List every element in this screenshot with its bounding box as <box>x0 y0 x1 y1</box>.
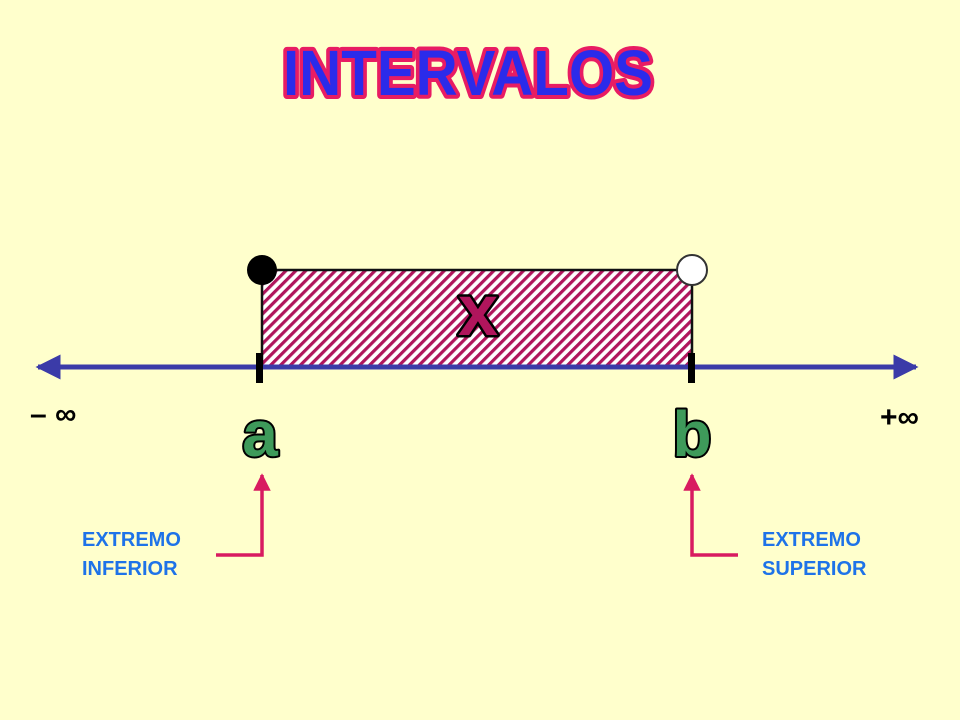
tick-b <box>688 353 695 383</box>
variable-label: x <box>458 271 498 351</box>
upper-extreme-line1: EXTREMO <box>762 529 861 551</box>
lower-callout-arrow <box>216 473 271 557</box>
endpoint-a-label: a <box>242 398 278 470</box>
lower-extreme-line2: INFERIOR <box>82 558 178 580</box>
upper-callout-arrow <box>683 473 738 557</box>
closed-endpoint-dot <box>247 255 277 285</box>
endpoint-b-label: b <box>672 398 711 470</box>
page-title: INTERVALOS <box>283 37 653 109</box>
interval-region <box>260 268 694 369</box>
tick-a <box>256 353 263 383</box>
upper-extreme-line2: SUPERIOR <box>762 558 867 580</box>
minus-infinity-label: – ∞ <box>30 398 76 431</box>
lower-extreme-line1: EXTREMO <box>82 529 181 551</box>
plus-infinity-label: +∞ <box>880 401 919 434</box>
open-endpoint-circle <box>676 254 708 286</box>
